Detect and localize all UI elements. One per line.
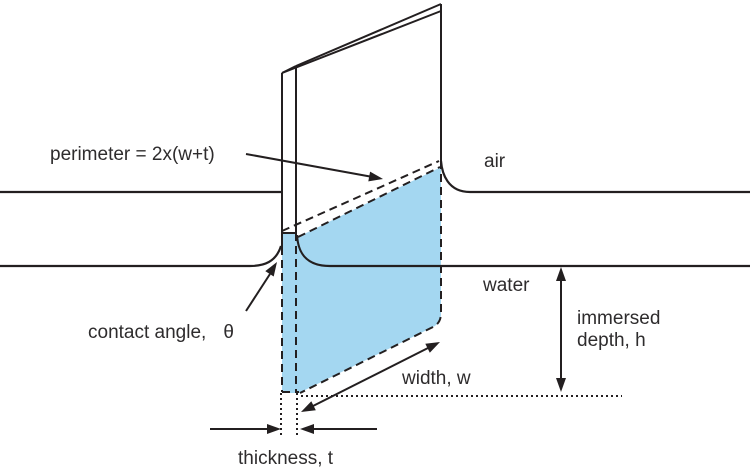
submerged-plate-region (282, 167, 441, 393)
thickness-arrow-right (300, 424, 377, 434)
water-label: water (483, 275, 530, 296)
air-label: air (484, 151, 506, 172)
immersed-depth-arrow (556, 267, 566, 392)
perimeter-arrow (245, 153, 383, 182)
waterline-front-face (295, 234, 750, 268)
thickness-arrow-left (210, 424, 281, 434)
immersed-depth-label: immersed depth, h (577, 308, 661, 351)
waterline-left-front (0, 245, 283, 268)
measurement-guides-dotted (280, 393, 622, 438)
submerged-outline-dashed (281, 160, 442, 394)
width-arrow (301, 342, 440, 412)
contact-angle-text: contact angle, (88, 322, 207, 343)
thickness-label: thickness, t (238, 448, 334, 469)
contact-angle-label: contact angle, θ (88, 322, 234, 344)
width-label: width, w (402, 368, 471, 389)
waterline-right-back (439, 160, 750, 194)
theta-symbol: θ (223, 322, 234, 343)
perimeter-label: perimeter = 2x(w+t) (50, 144, 215, 165)
contact-angle-arrow (245, 262, 277, 312)
water-surface-lines (0, 160, 750, 268)
